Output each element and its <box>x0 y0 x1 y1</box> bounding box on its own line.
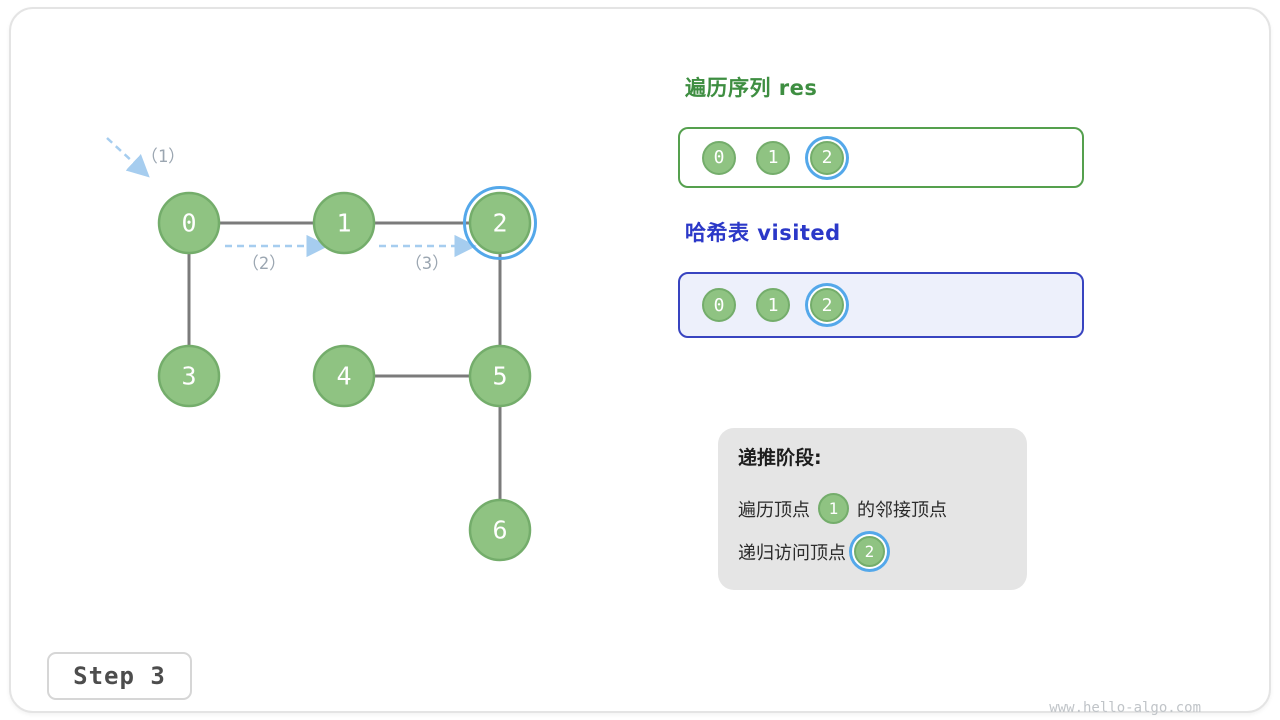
node-chip-1: 1 <box>756 288 790 322</box>
step-label: Step 3 <box>73 662 166 690</box>
graph-node-label-0: 0 <box>181 209 196 238</box>
graph-node-label-2: 2 <box>492 209 507 238</box>
graph-node-2 <box>468 191 532 255</box>
phase-line-1: 遍历顶点 1 的邻接顶点 <box>738 490 1007 527</box>
phase-line2-prefix: 递归访问顶点 <box>738 542 846 564</box>
inline-node-2: 2 <box>854 536 885 567</box>
graph-node-label-5: 5 <box>492 362 507 391</box>
node-chip-2: 2 <box>810 288 844 322</box>
traversal-arrow-1 <box>106 137 150 178</box>
inline-node-1: 1 <box>818 493 849 524</box>
node-chip-0: 0 <box>702 288 736 322</box>
phase-info-box: 递推阶段: 遍历顶点 1 的邻接顶点 递归访问顶点 2 <box>718 428 1027 590</box>
phase-line-2: 递归访问顶点 2 <box>738 533 1007 570</box>
graph-node-1 <box>312 191 376 255</box>
graph-node-2-highlight-ring <box>463 186 537 260</box>
traversal-arrow-label-2: （2） <box>242 254 286 274</box>
node-chip-0: 0 <box>702 140 736 175</box>
step-indicator: Step 3 <box>47 652 192 700</box>
graph-node-label-3: 3 <box>181 362 196 391</box>
watermark: www.hello-algo.com <box>1049 700 1201 716</box>
node-chip-1: 1 <box>756 140 790 175</box>
graph-node-label-1: 1 <box>336 209 351 238</box>
phase-title: 递推阶段: <box>738 447 822 469</box>
traversal-arrow-label-3: （3） <box>405 254 449 274</box>
graph-canvas: （1） （2） （3） 0 1 2 3 4 5 6 <box>106 137 537 562</box>
traversal-arrow-label-1: （1） <box>141 147 185 167</box>
res-title: 遍历序列 res <box>685 76 818 100</box>
phase-line1-suffix: 的邻接顶点 <box>857 499 947 521</box>
graph-node-3 <box>157 344 221 408</box>
graph-node-label-6: 6 <box>492 516 507 545</box>
graph-node-6 <box>468 498 532 562</box>
graph-node-label-4: 4 <box>336 362 351 391</box>
node-chip-2: 2 <box>810 140 844 175</box>
phase-line1-prefix: 遍历顶点 <box>738 499 810 521</box>
graph-node-4 <box>312 344 376 408</box>
visited-title: 哈希表 visited <box>685 221 841 245</box>
graph-node-5 <box>468 344 532 408</box>
graph-node-0 <box>157 191 221 255</box>
